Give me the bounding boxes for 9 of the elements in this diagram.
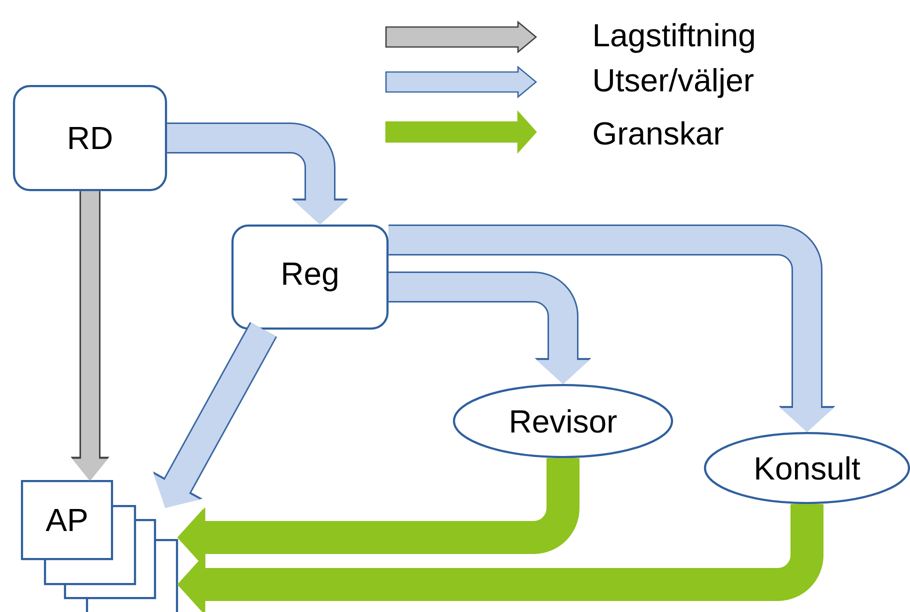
ellipse-node: Revisor [452, 384, 674, 458]
process-box: RD [12, 84, 168, 192]
document-stack: AP [20, 480, 178, 612]
node-label: AP [46, 508, 87, 532]
legend-text: Utser/väljer [594, 68, 754, 98]
legend-text: Granskar [594, 121, 724, 145]
legend-text: Lagstiftning [594, 23, 754, 53]
ellipse-node: Konsult [704, 432, 910, 504]
process-box: Reg [231, 224, 389, 330]
